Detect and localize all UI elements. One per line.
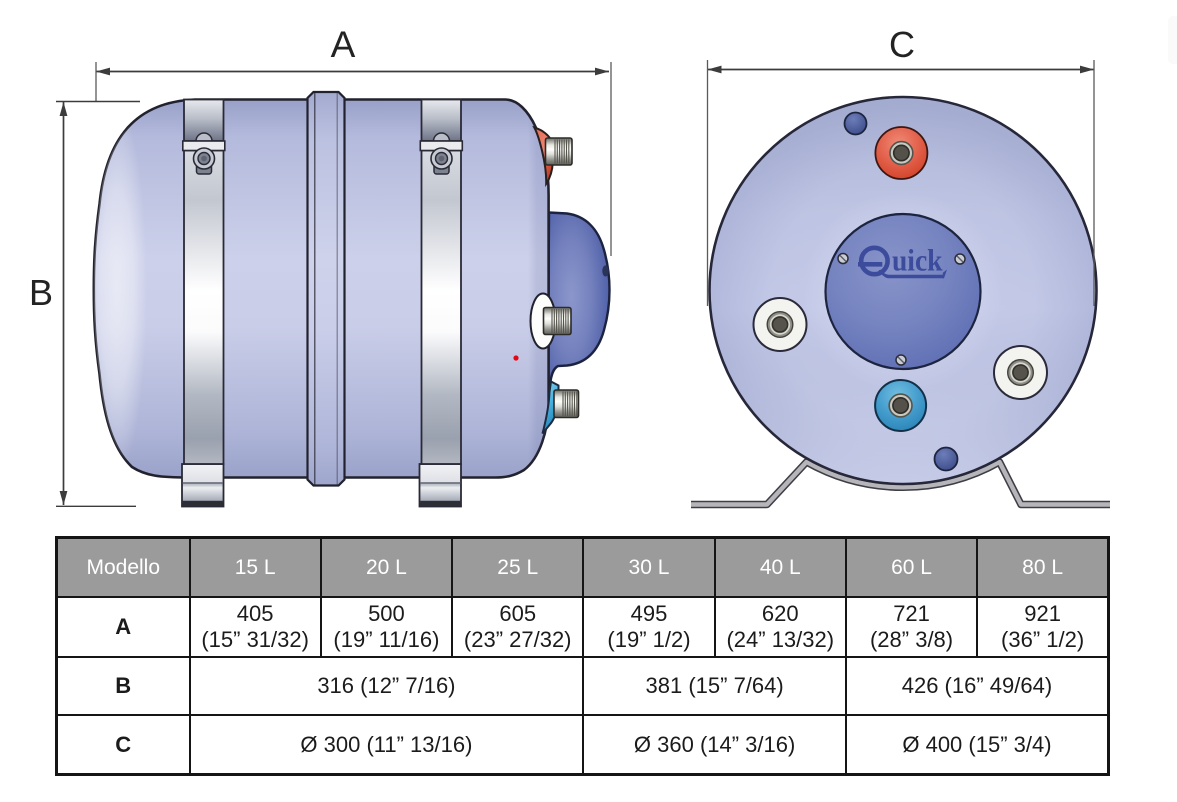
svg-text:A: A xyxy=(331,24,356,65)
svg-text:uick: uick xyxy=(892,242,943,277)
svg-text:B: B xyxy=(29,272,53,313)
svg-text:C: C xyxy=(889,24,915,65)
